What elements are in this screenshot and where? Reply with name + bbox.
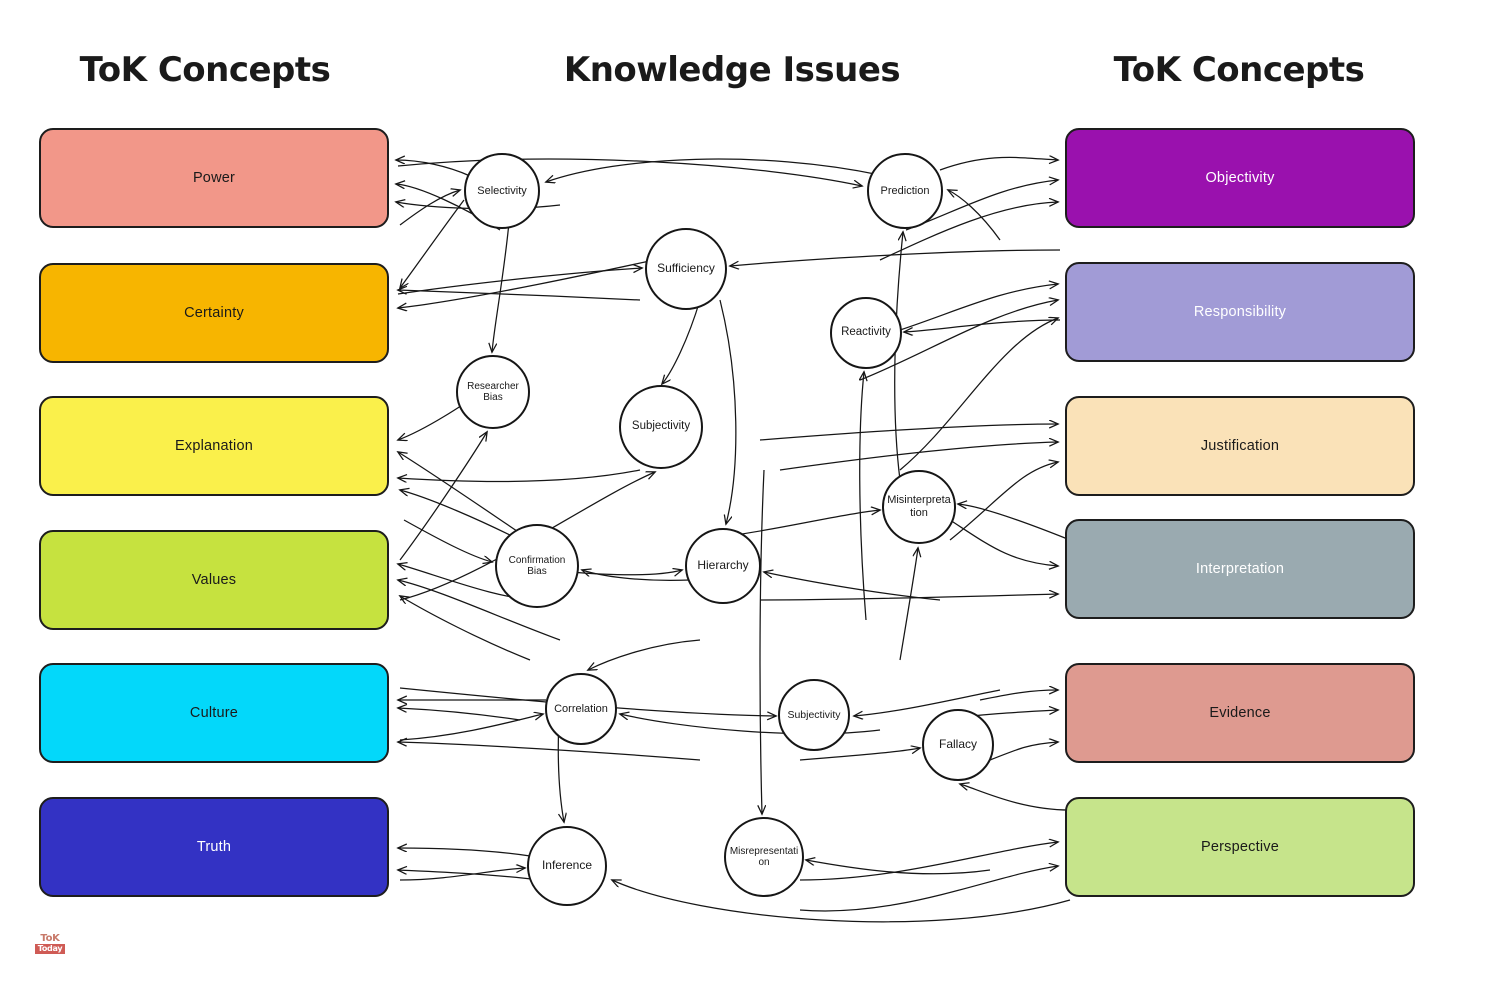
concept-box-evidence[interactable]: Evidence [1065, 663, 1415, 763]
concept-box-objectivity[interactable]: Objectivity [1065, 128, 1415, 228]
concept-box-values[interactable]: Values [39, 530, 389, 630]
issue-node-correlation[interactable]: Correlation [545, 673, 617, 745]
issue-node-sufficiency[interactable]: Sufficiency [645, 228, 727, 310]
concept-box-responsibility[interactable]: Responsibility [1065, 262, 1415, 362]
issue-node-reactivity[interactable]: Reactivity [830, 297, 902, 369]
issue-node-fallacy[interactable]: Fallacy [922, 709, 994, 781]
concept-box-label: Truth [196, 839, 232, 855]
concept-box-label: Certainty [184, 305, 244, 321]
concept-box-truth[interactable]: Truth [39, 797, 389, 897]
issue-node-subjectivity-lower[interactable]: Subjectivity [778, 679, 850, 751]
concept-box-label: Interpretation [1195, 561, 1285, 577]
issue-node-inference[interactable]: Inference [527, 826, 607, 906]
concept-box-culture[interactable]: Culture [39, 663, 389, 763]
issue-node-hierarchy[interactable]: Hierarchy [685, 528, 761, 604]
issue-node-misrepresentation[interactable]: Misrepresentation [724, 817, 804, 897]
issue-node-label: Inference [541, 858, 593, 873]
issue-node-label: Correlation [554, 702, 608, 715]
issue-node-label: Misrepresentation [729, 845, 799, 869]
issue-node-researcher-bias[interactable]: Researcher Bias [456, 355, 530, 429]
concept-box-explanation[interactable]: Explanation [39, 396, 389, 496]
concept-box-label: Evidence [1209, 705, 1271, 721]
issue-node-label: Subjectivity [787, 708, 841, 721]
issue-node-confirmation-bias[interactable]: Confirmation Bias [495, 524, 579, 608]
concept-box-interpretation[interactable]: Interpretation [1065, 519, 1415, 619]
column-title-right: ToK Concepts [1113, 50, 1365, 90]
concept-box-label: Culture [189, 705, 239, 721]
concept-box-label: Values [191, 572, 237, 588]
issue-node-label: Hierarchy [697, 558, 749, 573]
issue-node-label: Reactivity [841, 326, 891, 339]
column-title-left: ToK Concepts [79, 50, 331, 90]
issue-node-selectivity[interactable]: Selectivity [464, 153, 540, 229]
issue-node-label: Misinterpretation [887, 494, 951, 519]
concept-box-power[interactable]: Power [39, 128, 389, 228]
concept-box-perspective[interactable]: Perspective [1065, 797, 1415, 897]
concept-box-certainty[interactable]: Certainty [39, 263, 389, 363]
issue-node-label: Prediction [880, 184, 930, 197]
concept-box-label: Explanation [175, 438, 253, 454]
issue-node-subjectivity-upper[interactable]: Subjectivity [619, 385, 703, 469]
issue-node-label: Subjectivity [631, 420, 691, 433]
concept-box-label: Power [192, 170, 236, 186]
issue-node-prediction[interactable]: Prediction [867, 153, 943, 229]
issue-node-label: Researcher Bias [467, 380, 519, 404]
column-title-middle: Knowledge Issues [563, 50, 901, 90]
concept-box-label: Objectivity [1205, 170, 1275, 186]
concept-box-label: Justification [1200, 438, 1280, 454]
tok-today-logo: ToK Today [34, 931, 66, 955]
issue-node-label: Sufficiency [657, 261, 715, 276]
concept-box-label: Responsibility [1193, 304, 1287, 320]
concept-box-label: Perspective [1201, 839, 1279, 855]
issue-node-label: Confirmation Bias [508, 554, 566, 578]
logo-top-text: ToK [40, 932, 60, 944]
issue-node-label: Fallacy [938, 737, 977, 752]
issue-node-label: Selectivity [477, 184, 527, 197]
issue-node-misinterpretation[interactable]: Misinterpretation [882, 470, 956, 544]
concept-box-justification[interactable]: Justification [1065, 396, 1415, 496]
logo-bottom-text: Today [34, 943, 66, 954]
